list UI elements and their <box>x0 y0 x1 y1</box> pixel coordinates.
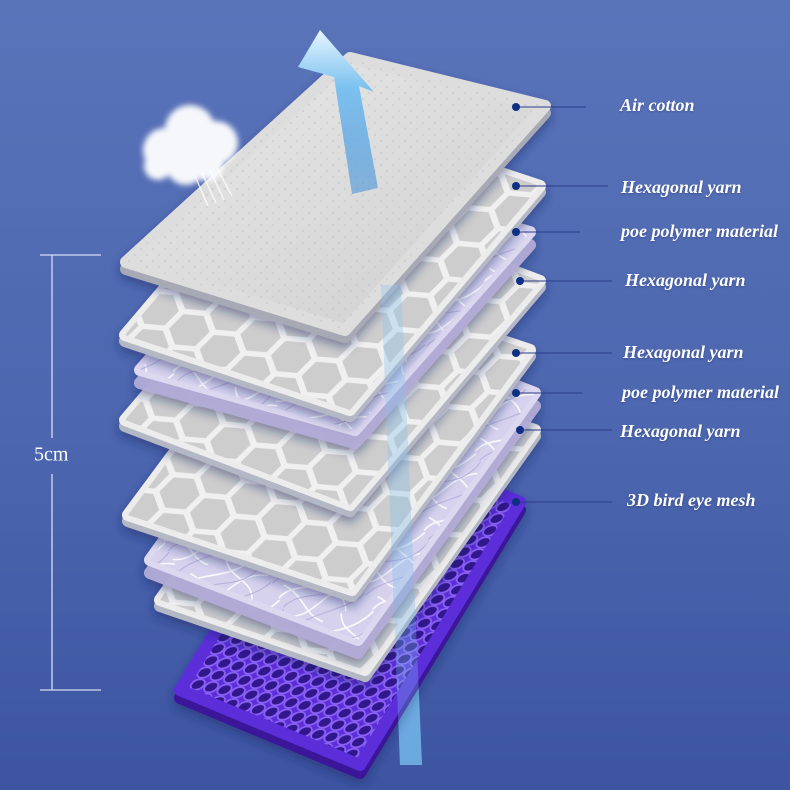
dimension-indicator <box>40 254 101 691</box>
label-hexagonal-yarn-2: Hexagonal yarn <box>625 270 746 290</box>
leader-dot <box>516 426 524 434</box>
label-hexagonal-yarn-3: Hexagonal yarn <box>623 342 744 362</box>
leader-dot <box>512 498 520 506</box>
label-poe-polymer-1: poe polymer material <box>621 221 778 241</box>
leader-dot <box>516 277 524 285</box>
label-hexagonal-yarn-1: Hexagonal yarn <box>621 177 742 197</box>
label-air-cotton: Air cotton <box>620 95 695 115</box>
leader-lines <box>516 106 612 503</box>
layer-texture <box>126 58 545 330</box>
airflow-stream-overlay <box>381 285 422 765</box>
label-hexagonal-yarn-4: Hexagonal yarn <box>620 421 741 441</box>
leader-dot <box>512 228 520 236</box>
layer-air-cotton <box>120 52 551 343</box>
leader-dots <box>512 103 524 506</box>
leader-dot <box>512 389 520 397</box>
leader-dot <box>512 103 520 111</box>
dimension-label: 5cm <box>34 443 69 466</box>
label-3d-bird-eye-mesh: 3D bird eye mesh <box>627 490 756 510</box>
leader-dot <box>512 349 520 357</box>
airflow-arrow-icon <box>298 30 378 194</box>
label-poe-polymer-2: poe polymer material <box>622 382 779 402</box>
vapor-cloud-icon <box>143 105 238 207</box>
leader-dot <box>512 182 520 190</box>
